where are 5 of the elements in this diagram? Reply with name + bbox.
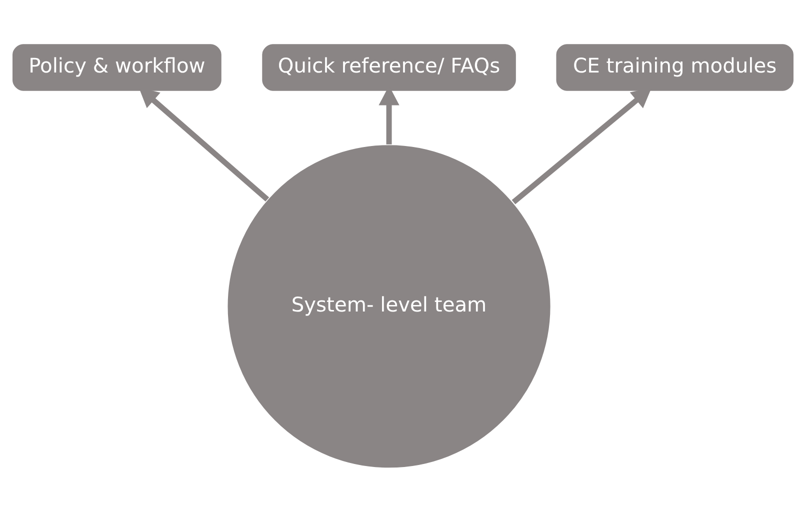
node-box: Policy & workflow: [12, 43, 222, 92]
node-circle: System- level team: [226, 144, 552, 469]
arrow: [512, 88, 652, 204]
node-box: CE training modules: [555, 43, 794, 92]
node-box: Quick reference/ FAQs: [261, 43, 517, 92]
